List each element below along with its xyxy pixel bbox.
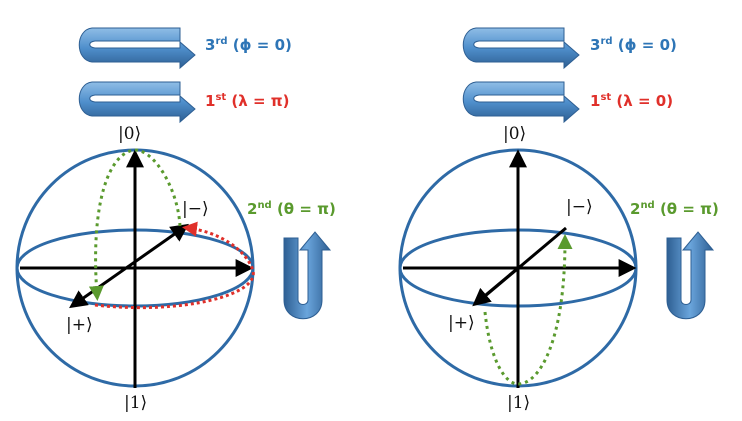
second-rotation-label: 2nd (θ = π)	[247, 200, 336, 218]
ket-minus-label: |−⟩	[566, 197, 593, 217]
green-rotation-path	[88, 148, 182, 301]
ket-zero-label: |0⟩	[503, 124, 526, 144]
ket-plus-label: |+⟩	[66, 315, 93, 335]
panel-left: 3rd (ϕ = 0) 1st (λ = π) |0⟩ |−⟩ |+⟩ |1⟩ …	[15, 27, 336, 413]
ket-minus-label: |−⟩	[182, 199, 209, 219]
ket-zero-label: |0⟩	[118, 124, 141, 144]
rotation-arrow-third-icon	[462, 27, 580, 70]
rotation-arrow-first-icon	[78, 81, 196, 124]
third-rotation-label: 3rd (ϕ = 0)	[205, 36, 292, 54]
third-rotation-label: 3rd (ϕ = 0)	[590, 36, 677, 54]
first-rotation-label: 1st (λ = 0)	[590, 92, 673, 110]
ket-plus-label: |+⟩	[448, 313, 475, 333]
ket-one-label: |1⟩	[507, 393, 530, 413]
green-rotation-path	[483, 234, 573, 386]
x-axis	[69, 223, 189, 309]
x-axis-lower	[472, 266, 519, 307]
panel-right: 3rd (ϕ = 0) 1st (λ = 0) |0⟩ |−⟩ |+⟩ |1⟩ …	[398, 27, 719, 413]
rotation-arrow-third-icon	[78, 27, 196, 70]
rotation-arrow-second-icon	[283, 231, 332, 320]
rotation-arrow-second-icon	[666, 231, 715, 320]
second-rotation-label: 2nd (θ = π)	[630, 200, 719, 218]
ket-one-label: |1⟩	[124, 393, 147, 413]
rotation-arrow-first-icon	[462, 81, 580, 124]
first-rotation-label: 1st (λ = π)	[205, 92, 290, 110]
